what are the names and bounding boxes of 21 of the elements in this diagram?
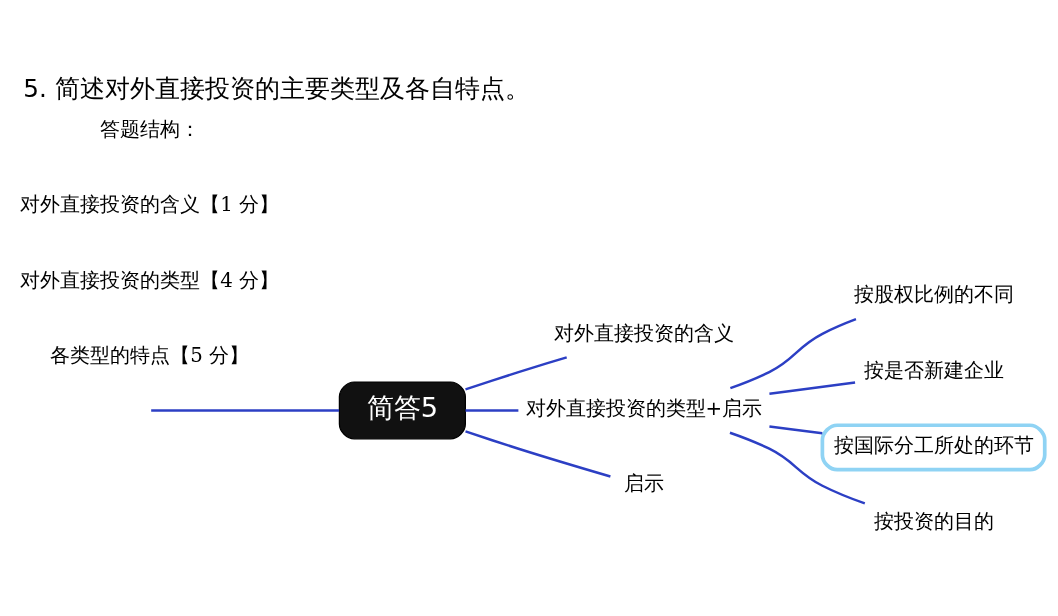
node-text: 对外直接投资的含义 [553,321,734,345]
node-text: 按是否新建企业 [863,358,1004,382]
connector [465,355,568,391]
diagram-title: 5. 简述对外直接投资的主要类型及各自特点。 [23,73,530,103]
connector [465,429,611,478]
node-text: 按投资的目的 [873,509,994,533]
connector [151,408,340,412]
connector [769,380,856,395]
connector [729,317,857,389]
node-box: 按国际分工所处的环节 [820,422,1047,472]
label: 对外直接投资的类型【4 分】 [20,268,280,292]
label: 答题结构： [99,117,200,141]
connector [465,408,519,412]
connector [729,431,866,505]
node-text: 按股权比例的不同 [853,282,1014,306]
label: 各类型的特点【5 分】 [50,343,250,367]
node-text: 对外直接投资的类型+启示 [525,396,763,420]
connector [769,424,823,434]
node-text: 启示 [623,471,664,495]
node-box: 简答5 [338,380,466,439]
label: 对外直接投资的含义【1 分】 [20,192,280,216]
